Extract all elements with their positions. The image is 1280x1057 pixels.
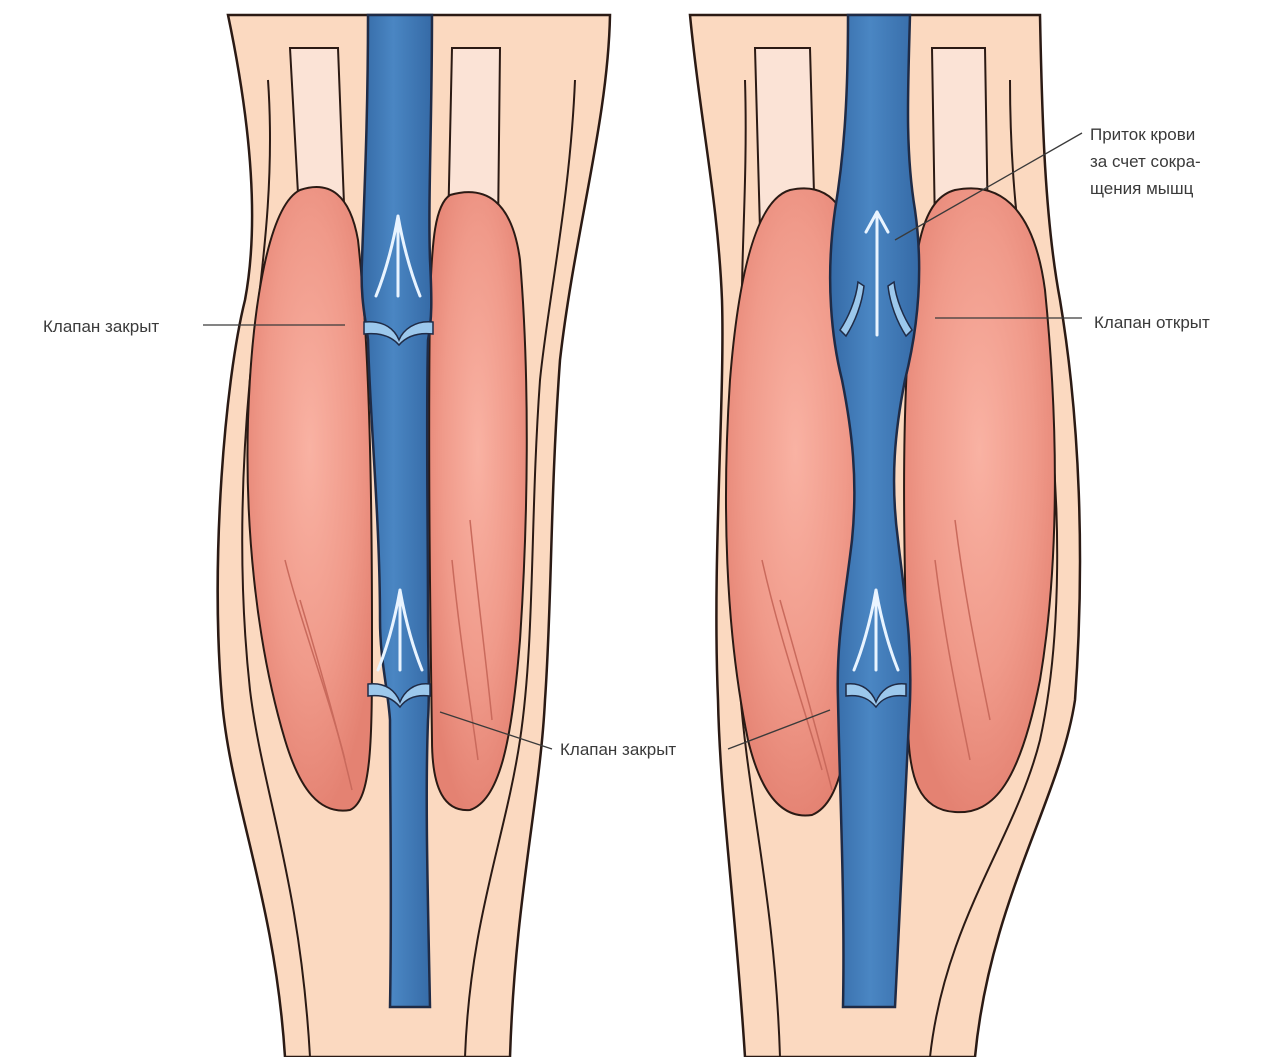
- blood-flow-label-line-1: Приток крови: [1090, 125, 1196, 144]
- leader-lines: [203, 132, 1083, 750]
- valve-closed-label-left: Клапан закрыт: [43, 317, 160, 336]
- leader-line-mid-left-valve: [439, 711, 553, 750]
- muscle-fiber: [761, 559, 823, 771]
- muscle-fiber: [451, 559, 479, 761]
- right-lower-valve-closed: [845, 683, 907, 709]
- muscle-fiber: [779, 599, 833, 791]
- muscle-fiber: [299, 599, 353, 791]
- valve-open-label: Клапан открыт: [1094, 313, 1210, 332]
- right-lower-backflow-arrow-icon: [852, 588, 900, 672]
- blood-flow-label-line-3: щения мышц: [1090, 179, 1194, 198]
- leader-line-mid-right-valve: [727, 709, 831, 750]
- left-muscle-2: [428, 191, 528, 812]
- right-upward-flow-arrow-icon: [864, 210, 890, 337]
- right-vein: [828, 13, 921, 1009]
- left-leg-inner-outline-2: [464, 79, 576, 1057]
- left-lower-valve-closed: [367, 683, 431, 709]
- left-upper-backflow-arrow-icon: [374, 214, 422, 298]
- blood-flow-label-line-2: за счет сокра-: [1090, 152, 1201, 171]
- left-lower-backflow-arrow-icon: [376, 588, 424, 672]
- muscle-fiber: [954, 519, 991, 721]
- left-leg: [216, 13, 612, 1057]
- valve-closed-label-lower: Клапан закрыт: [560, 740, 677, 759]
- blood-flow-label: Приток крови за счет сокра- щения мышц: [1090, 121, 1201, 202]
- right-leg: [688, 13, 1082, 1057]
- leader-line-blood-flow: [894, 132, 1083, 241]
- right-upper-valve-open: [839, 280, 913, 338]
- muscle-fiber: [469, 519, 493, 721]
- left-leg-inner-outline: [241, 79, 311, 1057]
- left-upper-valve-closed: [363, 321, 434, 347]
- muscle-fiber: [934, 559, 971, 761]
